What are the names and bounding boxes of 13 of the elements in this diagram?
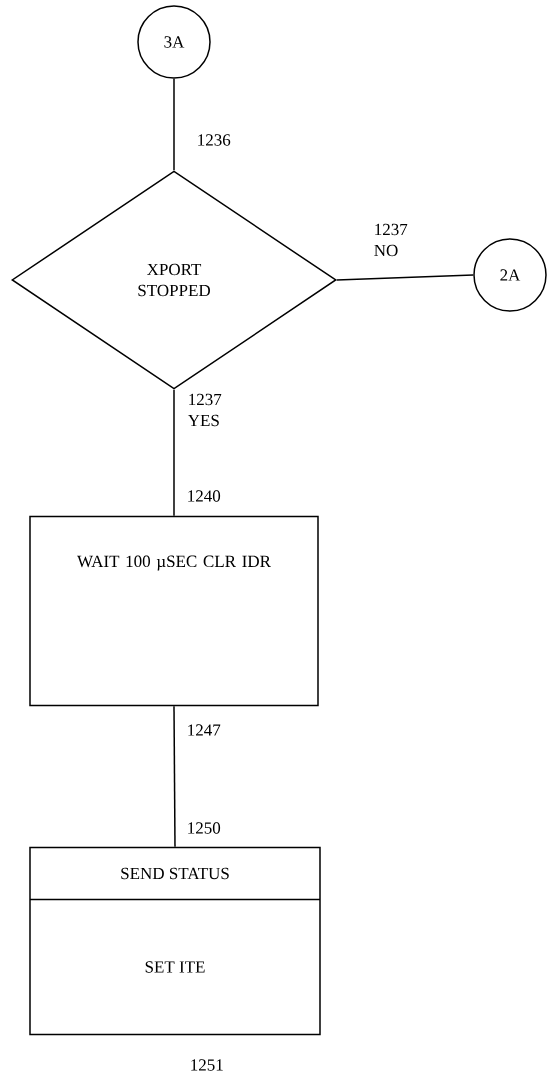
edge-label: 1247 (188, 724, 221, 736)
edge-label: 1237 YES (187, 393, 222, 427)
edge-label: 1236 (198, 134, 231, 146)
step-number: 1251 (191, 1059, 223, 1071)
step-number: 1240 (188, 490, 221, 502)
connector-line (173, 78, 175, 171)
process-box: SEND STATUS SET ITE (29, 846, 321, 1036)
step-number: 1250 (188, 822, 221, 834)
process-box: WAIT 100 µSEC CLR IDR (29, 515, 319, 707)
connector-line (173, 705, 176, 848)
connector-line (336, 274, 474, 281)
edge-label: 1237 NO (374, 223, 408, 257)
connector-line (173, 389, 175, 517)
